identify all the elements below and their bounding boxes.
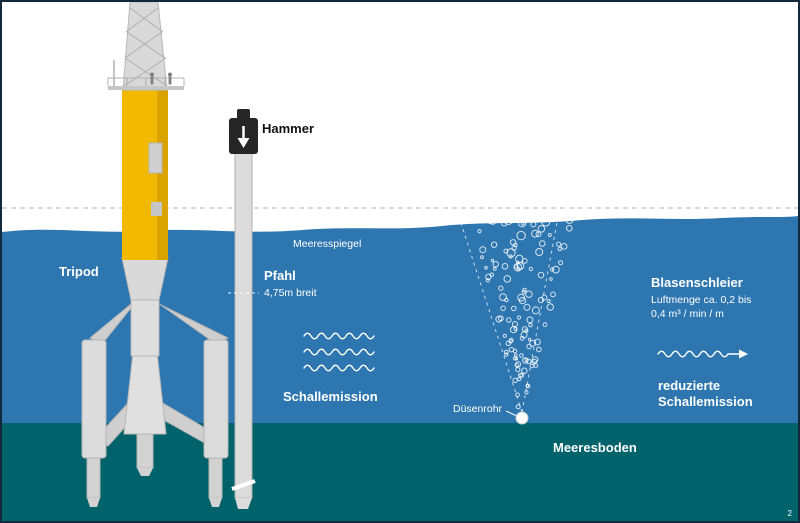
bubble-curtain	[458, 215, 574, 413]
pile-label: Pfahl	[264, 268, 296, 283]
tripod-structure	[81, 257, 229, 507]
sea-level-label: Meeresspiegel	[293, 238, 362, 250]
page-number: 2	[787, 509, 792, 518]
tripod-label: Tripod	[59, 264, 99, 279]
nozzle-pipe-label: Düsenrohr	[453, 403, 503, 415]
sound-waves-left	[303, 332, 375, 372]
worker-figures	[150, 72, 172, 85]
seafloor-ground	[2, 423, 798, 521]
pile-detail-label: 4,75m breit	[264, 287, 317, 299]
reduced-sound-label-line2: Schallemission	[658, 394, 753, 409]
bubbles	[477, 215, 574, 410]
bubble-curtain-detail-1: Luftmenge ca. 0,2 bis	[651, 294, 752, 306]
nozzle-pipe	[505, 410, 529, 425]
turbine-tower	[122, 90, 168, 260]
hammer-icon	[229, 109, 258, 154]
monopile	[228, 149, 259, 509]
sound-wave-reduced-arrow	[657, 349, 748, 359]
lattice-mast	[107, 2, 185, 91]
seafloor-label: Meeresboden	[553, 440, 637, 455]
bubble-curtain-detail-2: 0,4 m³ / min / m	[651, 308, 724, 320]
hammer-label: Hammer	[262, 121, 315, 136]
sound-emission-label: Schallemission	[283, 389, 378, 404]
bubble-curtain-label: Blasenschleier	[651, 275, 743, 290]
reduced-sound-label-line1: reduzierte	[658, 378, 721, 393]
